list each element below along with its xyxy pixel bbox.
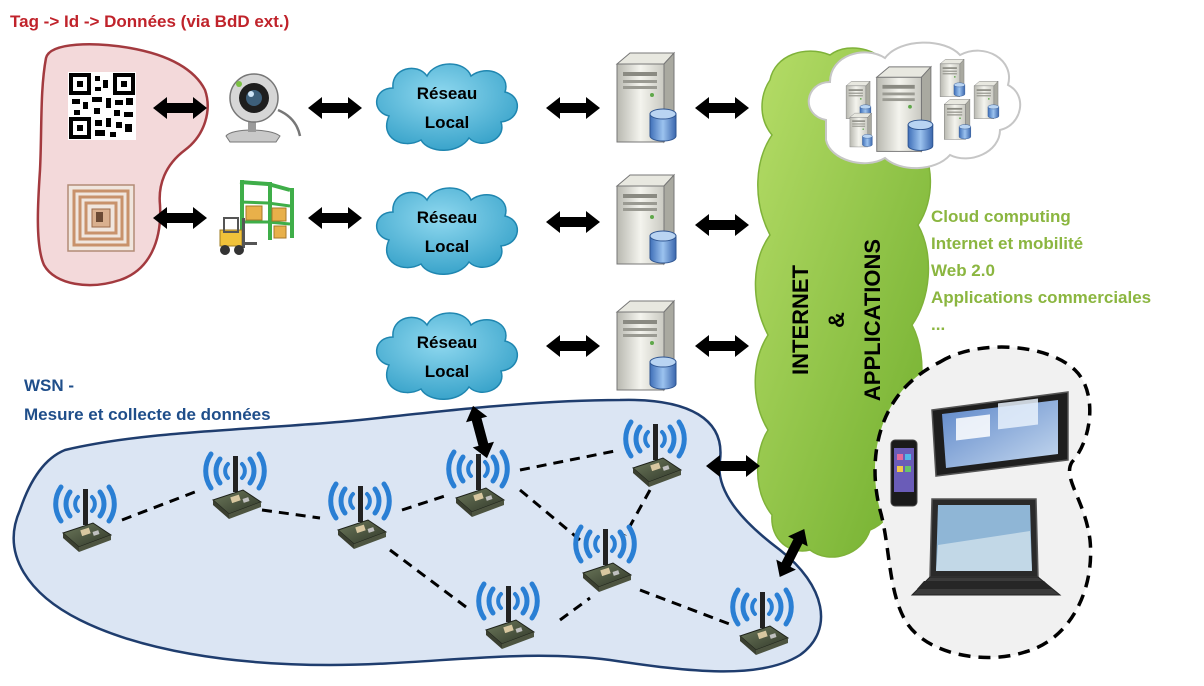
service-item: Web 2.0: [931, 261, 995, 280]
bidirectional-arrow: [546, 335, 600, 357]
bidirectional-arrow: [695, 214, 749, 236]
qr-code-icon: [68, 72, 136, 140]
server-database-icon: [616, 174, 677, 265]
network-label-row1-line1: Réseau: [417, 84, 477, 103]
network-cloud-row1: Réseau Local: [375, 63, 519, 152]
bidirectional-arrow: [546, 97, 600, 119]
network-label-row3-line1: Réseau: [417, 333, 477, 352]
wsn-title: WSN -: [24, 376, 74, 395]
webcam-icon: [225, 73, 302, 143]
bidirectional-arrow: [546, 211, 600, 233]
bidirectional-arrow: [695, 335, 749, 357]
server-database-icon: [616, 300, 677, 391]
bidirectional-arrow: [308, 207, 362, 229]
service-item: Internet et mobilité: [931, 234, 1083, 253]
laptop-icon: [910, 498, 1062, 596]
bidirectional-arrow: [695, 97, 749, 119]
wsn-subtitle: Mesure et collecte de données: [24, 405, 271, 424]
service-item: Applications commerciales: [931, 288, 1151, 307]
network-cloud-row3: Réseau Local: [375, 312, 519, 401]
server-database-icon: [616, 52, 677, 143]
diagram-title: Tag -> Id -> Données (via BdD ext.): [10, 12, 289, 31]
service-item: Cloud computing: [931, 207, 1071, 226]
internet-label: INTERNET: [788, 264, 813, 375]
network-label-row2-line2: Local: [425, 237, 469, 256]
server-farm-cloud-icon: [807, 41, 1022, 170]
bidirectional-arrow: [308, 97, 362, 119]
network-label-row2-line1: Réseau: [417, 208, 477, 227]
forklift-warehouse-icon: [219, 180, 294, 255]
network-label-row3-line2: Local: [425, 362, 469, 381]
smartphone-icon: [890, 439, 918, 507]
wsn-region: [12, 398, 823, 673]
network-label-row1-line2: Local: [425, 113, 469, 132]
rfid-tag-icon: [67, 184, 135, 252]
network-cloud-row2: Réseau Local: [375, 187, 519, 276]
applications-label: APPLICATIONS: [860, 239, 885, 401]
internet-ampersand: &: [824, 312, 849, 328]
service-item: ...: [931, 315, 945, 334]
tablet-icon: [931, 391, 1069, 477]
